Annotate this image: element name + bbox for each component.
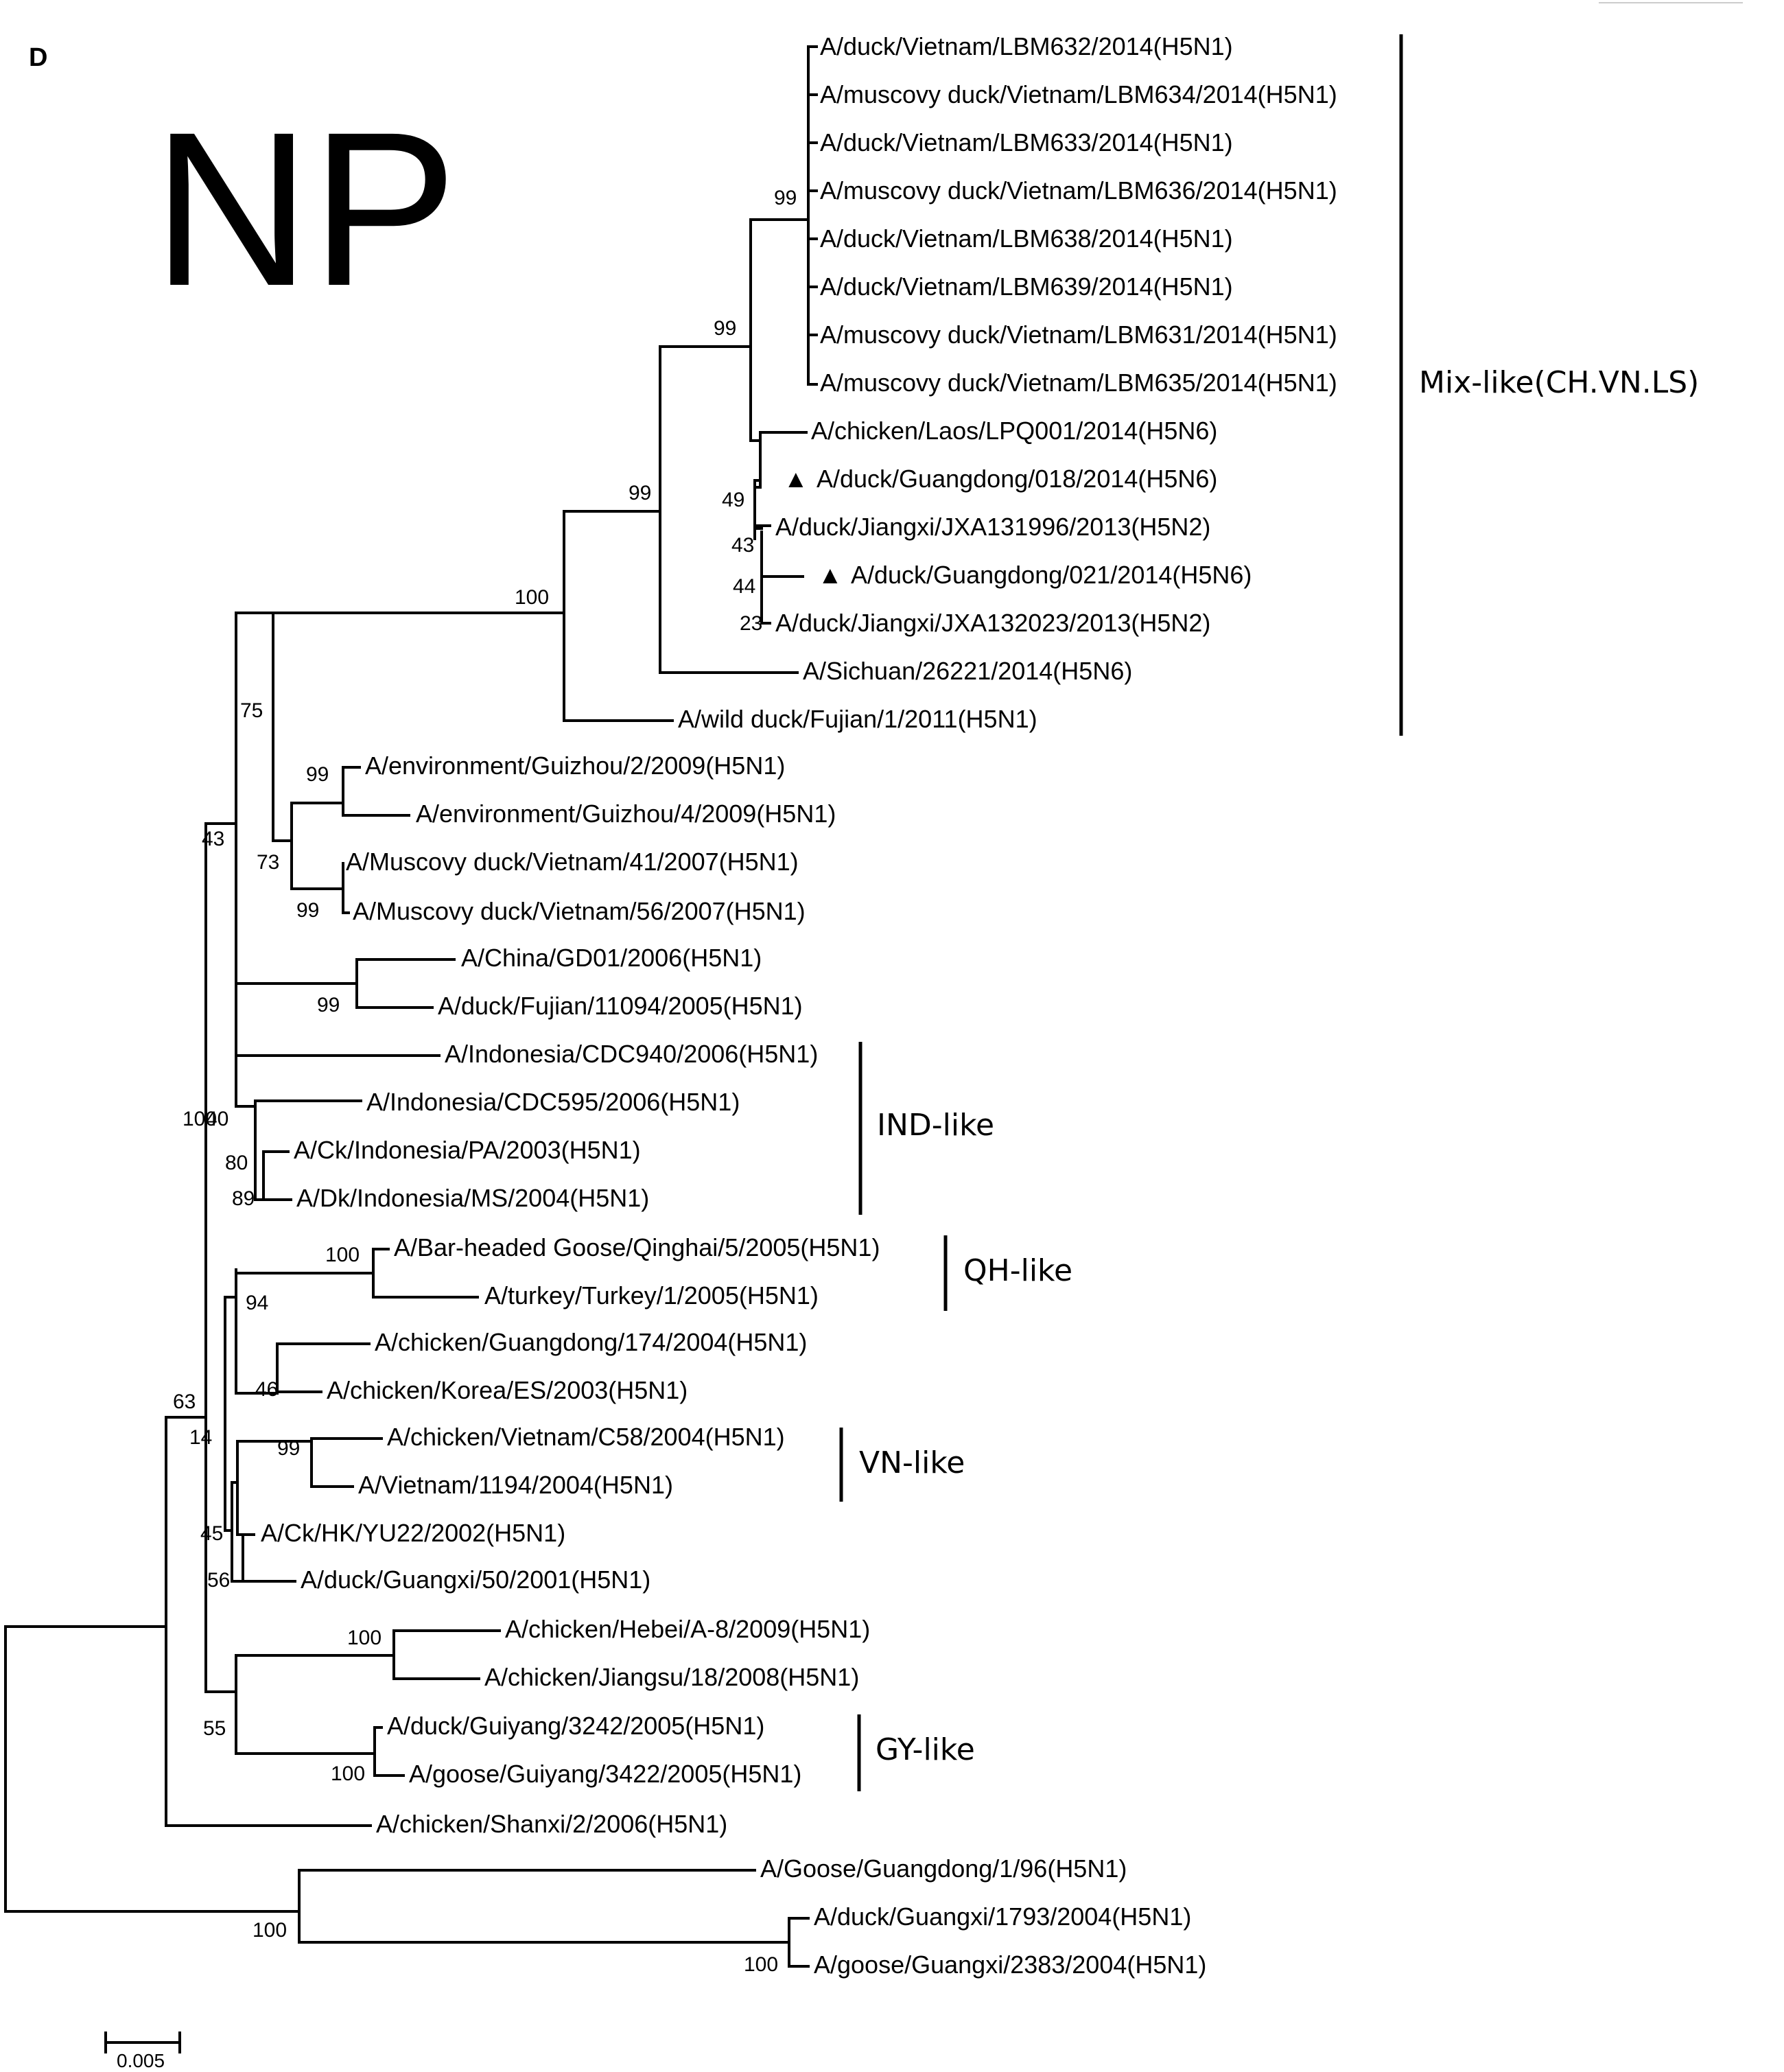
bootstrap-value: 55 [203, 1717, 226, 1740]
taxon-label: A/duck/Guiyang/3242/2005(H5N1) [387, 1712, 764, 1740]
bootstrap-value: 43 [202, 828, 224, 850]
taxon-label: A/wild duck/Fujian/1/2011(H5N1) [678, 705, 1037, 733]
bootstrap-value: 99 [296, 899, 319, 922]
bootstrap-values: 99 99 99 49 43 44 23 100 75 99 43 73 99 … [173, 187, 797, 1976]
taxon-label: A/Vietnam/1194/2004(H5N1) [358, 1471, 673, 1499]
tree-branches [4, 45, 818, 1968]
taxon-label: A/duck/Guangxi/1793/2004(H5N1) [814, 1902, 1191, 1931]
clade-label-ind-like: IND-like [877, 1108, 994, 1143]
bootstrap-value: 23 [740, 612, 762, 635]
taxon-label: A/duck/Jiangxi/JXA132023/2013(H5N2) [775, 609, 1210, 637]
taxon-label: A/muscovy duck/Vietnam/LBM636/2014(H5N1) [820, 176, 1337, 205]
taxon-label: A/chicken/Vietnam/C58/2004(H5N1) [387, 1423, 785, 1451]
bootstrap-value: 100 [325, 1244, 360, 1266]
bootstrap-value: 100 [253, 1919, 287, 1942]
taxon-label: A/environment/Guizhou/2/2009(H5N1) [365, 752, 785, 780]
bootstrap-value: 14 [189, 1426, 212, 1449]
taxon-label: A/chicken/Hebei/A-8/2009(H5N1) [505, 1615, 870, 1643]
bootstrap-value: 99 [714, 317, 736, 340]
taxon-label: A/chicken/Shanxi/2/2006(H5N1) [376, 1810, 727, 1838]
bootstrap-value: 49 [722, 489, 744, 511]
bootstrap-value: 99 [306, 763, 329, 786]
bootstrap-value: 46 [255, 1378, 278, 1401]
bootstrap-value: 100 [183, 1108, 217, 1130]
clade-annotations: Mix-like(CH.VN.LS) IND-like QH-like VN-l… [839, 34, 1699, 1791]
bootstrap-value: 100 [331, 1762, 365, 1785]
taxon-label: A/duck/Jiangxi/JXA131996/2013(H5N2) [775, 513, 1210, 541]
gene-label: NP [152, 86, 458, 331]
clade-label-vn-like: VN-like [859, 1445, 965, 1480]
bootstrap-value: 99 [774, 187, 797, 209]
taxon-label: A/Sichuan/26221/2014(H5N6) [803, 657, 1132, 685]
taxon-label: A/goose/Guiyang/3422/2005(H5N1) [409, 1760, 801, 1788]
triangle-marker-icon: ▲ [818, 561, 843, 589]
clade-label-qh-like: QH-like [963, 1253, 1072, 1288]
taxon-label: A/Muscovy duck/Vietnam/41/2007(H5N1) [346, 848, 799, 876]
taxon-label: A/China/GD01/2006(H5N1) [461, 944, 762, 972]
panel-letter: D [29, 43, 47, 72]
bootstrap-value: 44 [733, 575, 755, 598]
bootstrap-value: 63 [173, 1390, 196, 1413]
taxon-label: A/duck/Vietnam/LBM632/2014(H5N1) [820, 32, 1233, 60]
taxon-label: A/duck/Fujian/11094/2005(H5N1) [438, 992, 803, 1020]
bootstrap-value: 43 [731, 534, 754, 557]
taxon-label: A/chicken/Laos/LPQ001/2014(H5N6) [811, 417, 1217, 445]
bootstrap-value: 99 [277, 1437, 300, 1460]
taxon-label: A/duck/Vietnam/LBM638/2014(H5N1) [820, 224, 1233, 253]
bootstrap-value: 94 [246, 1292, 268, 1314]
taxon-label: A/Goose/Guangdong/1/96(H5N1) [760, 1854, 1127, 1883]
taxon-label: A/duck/Guangdong/018/2014(H5N6) [817, 465, 1217, 493]
bootstrap-value: 80 [225, 1152, 248, 1174]
bootstrap-value: 100 [347, 1627, 382, 1649]
bootstrap-value: 56 [207, 1569, 230, 1592]
clade-label-gy-like: GY-like [876, 1732, 975, 1767]
taxon-label: A/Indonesia/CDC595/2006(H5N1) [366, 1088, 740, 1116]
taxon-label: A/muscovy duck/Vietnam/LBM634/2014(H5N1) [820, 80, 1337, 108]
taxon-labels: A/duck/Vietnam/LBM632/2014(H5N1) A/musco… [261, 32, 1337, 1979]
clade-label-mix-like: Mix-like(CH.VN.LS) [1419, 365, 1699, 400]
bootstrap-value: 89 [232, 1187, 255, 1210]
taxon-label: A/duck/Guangdong/021/2014(H5N6) [851, 561, 1252, 589]
scale-bar: 0.005 [104, 2032, 181, 2071]
bootstrap-value: 73 [257, 851, 279, 874]
bootstrap-value: 75 [240, 699, 263, 722]
bootstrap-value: 40 [206, 1108, 228, 1130]
taxon-label: A/duck/Guangxi/50/2001(H5N1) [301, 1565, 650, 1594]
taxon-label: A/Ck/Indonesia/PA/2003(H5N1) [294, 1136, 641, 1164]
triangle-marker-icon: ▲ [784, 465, 808, 493]
taxon-label: A/duck/Vietnam/LBM639/2014(H5N1) [820, 272, 1233, 301]
taxon-label: A/chicken/Guangdong/174/2004(H5N1) [375, 1328, 807, 1356]
taxon-label: A/duck/Vietnam/LBM633/2014(H5N1) [820, 128, 1233, 156]
taxon-label: A/Bar-headed Goose/Qinghai/5/2005(H5N1) [394, 1233, 880, 1261]
bootstrap-value: 100 [744, 1953, 778, 1976]
bootstrap-value: 45 [200, 1522, 223, 1545]
taxon-label: A/chicken/Jiangsu/18/2008(H5N1) [484, 1663, 859, 1691]
taxon-label: A/goose/Guangxi/2383/2004(H5N1) [814, 1951, 1206, 1979]
bootstrap-value: 100 [515, 586, 549, 609]
taxon-label: A/Ck/HK/YU22/2002(H5N1) [261, 1519, 565, 1547]
taxon-label: A/Muscovy duck/Vietnam/56/2007(H5N1) [353, 897, 806, 925]
taxon-label: A/muscovy duck/Vietnam/LBM635/2014(H5N1) [820, 369, 1337, 397]
bootstrap-value: 99 [629, 482, 651, 504]
taxon-label: A/muscovy duck/Vietnam/LBM631/2014(H5N1) [820, 321, 1337, 349]
scale-bar-label: 0.005 [117, 2050, 165, 2071]
taxon-label: A/chicken/Korea/ES/2003(H5N1) [327, 1376, 688, 1404]
bootstrap-value: 99 [317, 994, 340, 1016]
taxon-label: A/environment/Guizhou/4/2009(H5N1) [416, 800, 836, 828]
taxon-label: A/turkey/Turkey/1/2005(H5N1) [484, 1281, 819, 1309]
taxon-label: A/Dk/Indonesia/MS/2004(H5N1) [296, 1184, 649, 1212]
taxon-label: A/Indonesia/CDC940/2006(H5N1) [445, 1040, 818, 1068]
